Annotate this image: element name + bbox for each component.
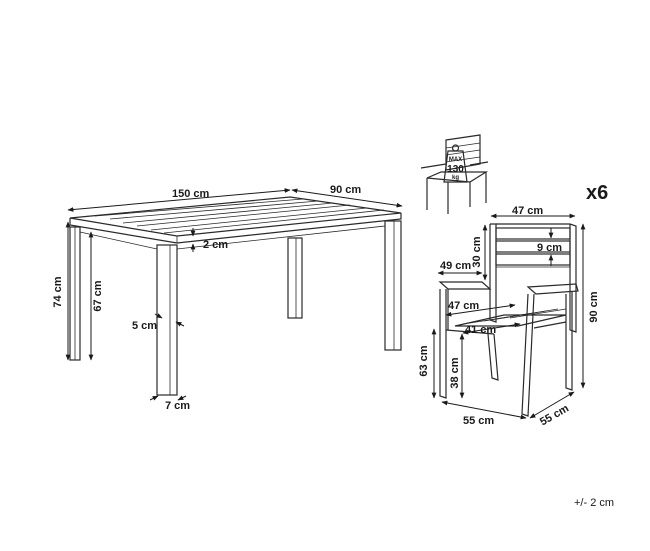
chair-back-width-label: 47 cm (512, 205, 543, 217)
chair-leg-back-right (565, 292, 573, 391)
table-height-label: 74 cm (52, 276, 64, 307)
chair-leg-back-left (439, 289, 447, 399)
max-load-value: 130 (447, 164, 464, 175)
table-length-label: 150 cm (172, 188, 210, 200)
max-load-unit: kg (452, 175, 459, 181)
quantity-label: x6 (586, 182, 608, 204)
table-leg-front-left (156, 244, 178, 396)
chair-seat-depth-label: 41 cm (465, 324, 496, 336)
chair-back-slats (495, 227, 571, 268)
chair-back-post-right (569, 223, 577, 333)
chair-armrest-height-label: 63 cm (418, 345, 430, 376)
chair-thumbnail (420, 134, 489, 214)
table-leg-front-right (384, 220, 402, 351)
chair-leg-front-left (487, 333, 499, 381)
chair-dimensions (431, 213, 586, 420)
chair-seat-width-label: 47 cm (448, 300, 479, 312)
chair-drawing (438, 223, 579, 417)
table-leg-clearance-label: 67 cm (92, 280, 104, 311)
chair-armrest-right (526, 283, 579, 295)
chair-back-height-label: 30 cm (471, 236, 483, 267)
table-top-thickness-label: 2 cm (203, 239, 228, 251)
table-leg-thickness-label: 5 cm (132, 320, 157, 332)
table-leg-width-label: 7 cm (165, 400, 190, 412)
table-drawing (69, 196, 402, 396)
max-load-weight-icon: MAX 130 kg (443, 144, 468, 183)
table-leg-back-right (287, 237, 303, 319)
chair-back-post-left (489, 223, 497, 323)
tolerance-note: +/- 2 cm (574, 497, 614, 509)
chair-armrest-depth-label: 49 cm (440, 260, 471, 272)
chair-depth-label: 55 cm (538, 402, 571, 428)
chair-seat-height-label: 38 cm (449, 357, 461, 388)
chair-total-height-label: 90 cm (588, 291, 600, 322)
table-width-label: 90 cm (330, 184, 361, 196)
chair-leg-front-right (521, 293, 535, 417)
table-dimensions (65, 188, 403, 401)
chair-armrest-left (438, 281, 492, 290)
chair-width-label: 55 cm (463, 415, 494, 427)
max-load-label: MAX (449, 157, 462, 163)
chair-slat-height-label: 9 cm (537, 242, 562, 254)
